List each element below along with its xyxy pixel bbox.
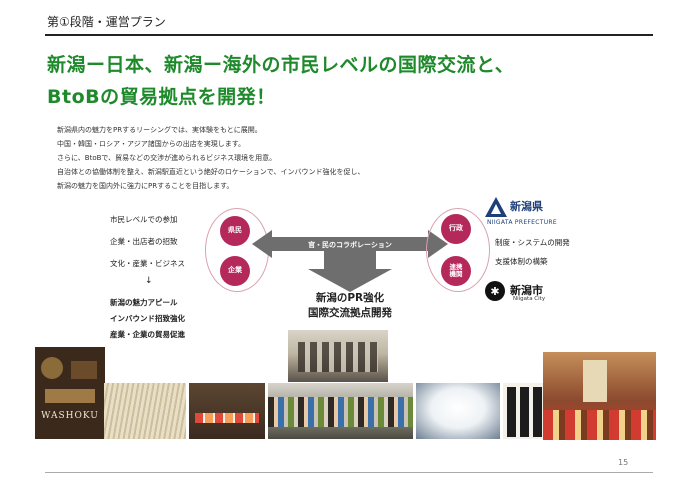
page-number: 15	[618, 458, 629, 467]
body-line: 自治体との協働体制を整え、新潟駅直近という絶好のロケーションで、インバウンド強化…	[57, 168, 365, 176]
center-result-line-2: 国際交流拠点開発	[308, 307, 392, 319]
niigata-city-logo-icon: ✱	[485, 281, 505, 301]
footer-divider	[45, 472, 653, 473]
participation-item: 文化・産業・ビジネス	[110, 259, 185, 268]
header-divider	[45, 34, 653, 36]
washoku-food-photo: WASHOKU	[35, 347, 105, 439]
administration-circle: 行政	[441, 214, 471, 244]
prefecture-roman: NIIGATA PREFECTURE	[487, 219, 557, 226]
body-line: 新潟の魅力を国内外に強力にPRすることを目指します。	[57, 182, 234, 190]
result-item: 新潟の魅力アピール	[110, 298, 178, 307]
sushi-photo	[189, 383, 265, 439]
result-item: インバウンド招致強化	[110, 314, 185, 323]
down-arrow-icon: ↓	[145, 276, 153, 286]
souvenir-shop-photo	[543, 352, 656, 440]
body-line: 新潟県内の魅力をPRするリーシングでは、実体験をもとに展開。	[57, 126, 262, 134]
citizens-circle: 県民	[220, 216, 250, 246]
double-arrow-icon	[252, 230, 448, 258]
participation-item: 企業・出店者の招致	[110, 237, 178, 246]
down-arrow-shape-icon	[308, 251, 392, 292]
body-line: さらに、BtoBで、貿易などの交渉が進められるビジネス環境を用意。	[57, 154, 277, 162]
rice-bowl-photo	[416, 383, 500, 439]
participation-item: 市民レベルでの参加	[110, 215, 178, 224]
center-result-line-1: 新潟のPR強化	[315, 292, 385, 304]
soba-noodles-photo	[104, 383, 186, 439]
group-photo	[268, 383, 413, 439]
collaboration-label: 官・民のコラボレーション	[308, 241, 392, 249]
niigata-prefecture-logo-icon	[485, 197, 507, 217]
headline-line-2: BtoBの貿易拠点を開発！	[47, 86, 276, 108]
companies-circle: 企業	[220, 256, 250, 286]
section-label: 第①段階・運営プラン	[47, 15, 166, 29]
group-meeting-photo	[288, 330, 388, 382]
washoku-text: WASHOKU	[41, 411, 99, 421]
collaboration-arrow-graphic	[252, 230, 448, 292]
body-line: 中国・韓国・ロシア・アジア諸国からの出店を実現します。	[57, 140, 246, 148]
partner-orgs-circle: 連携 機関	[441, 256, 471, 286]
support-item: 制度・システムの開発	[495, 238, 570, 247]
city-roman: Niigata City	[513, 296, 546, 302]
right-ring	[426, 208, 490, 292]
result-item: 産業・企業の貿易促進	[110, 330, 185, 339]
support-item: 支援体制の構築	[495, 257, 548, 266]
prefecture-name: 新潟県	[510, 200, 543, 213]
headline-line-1: 新潟ー日本、新潟ー海外の市民レベルの国際交流と、	[47, 54, 515, 76]
city-name: 新潟市	[510, 284, 543, 297]
